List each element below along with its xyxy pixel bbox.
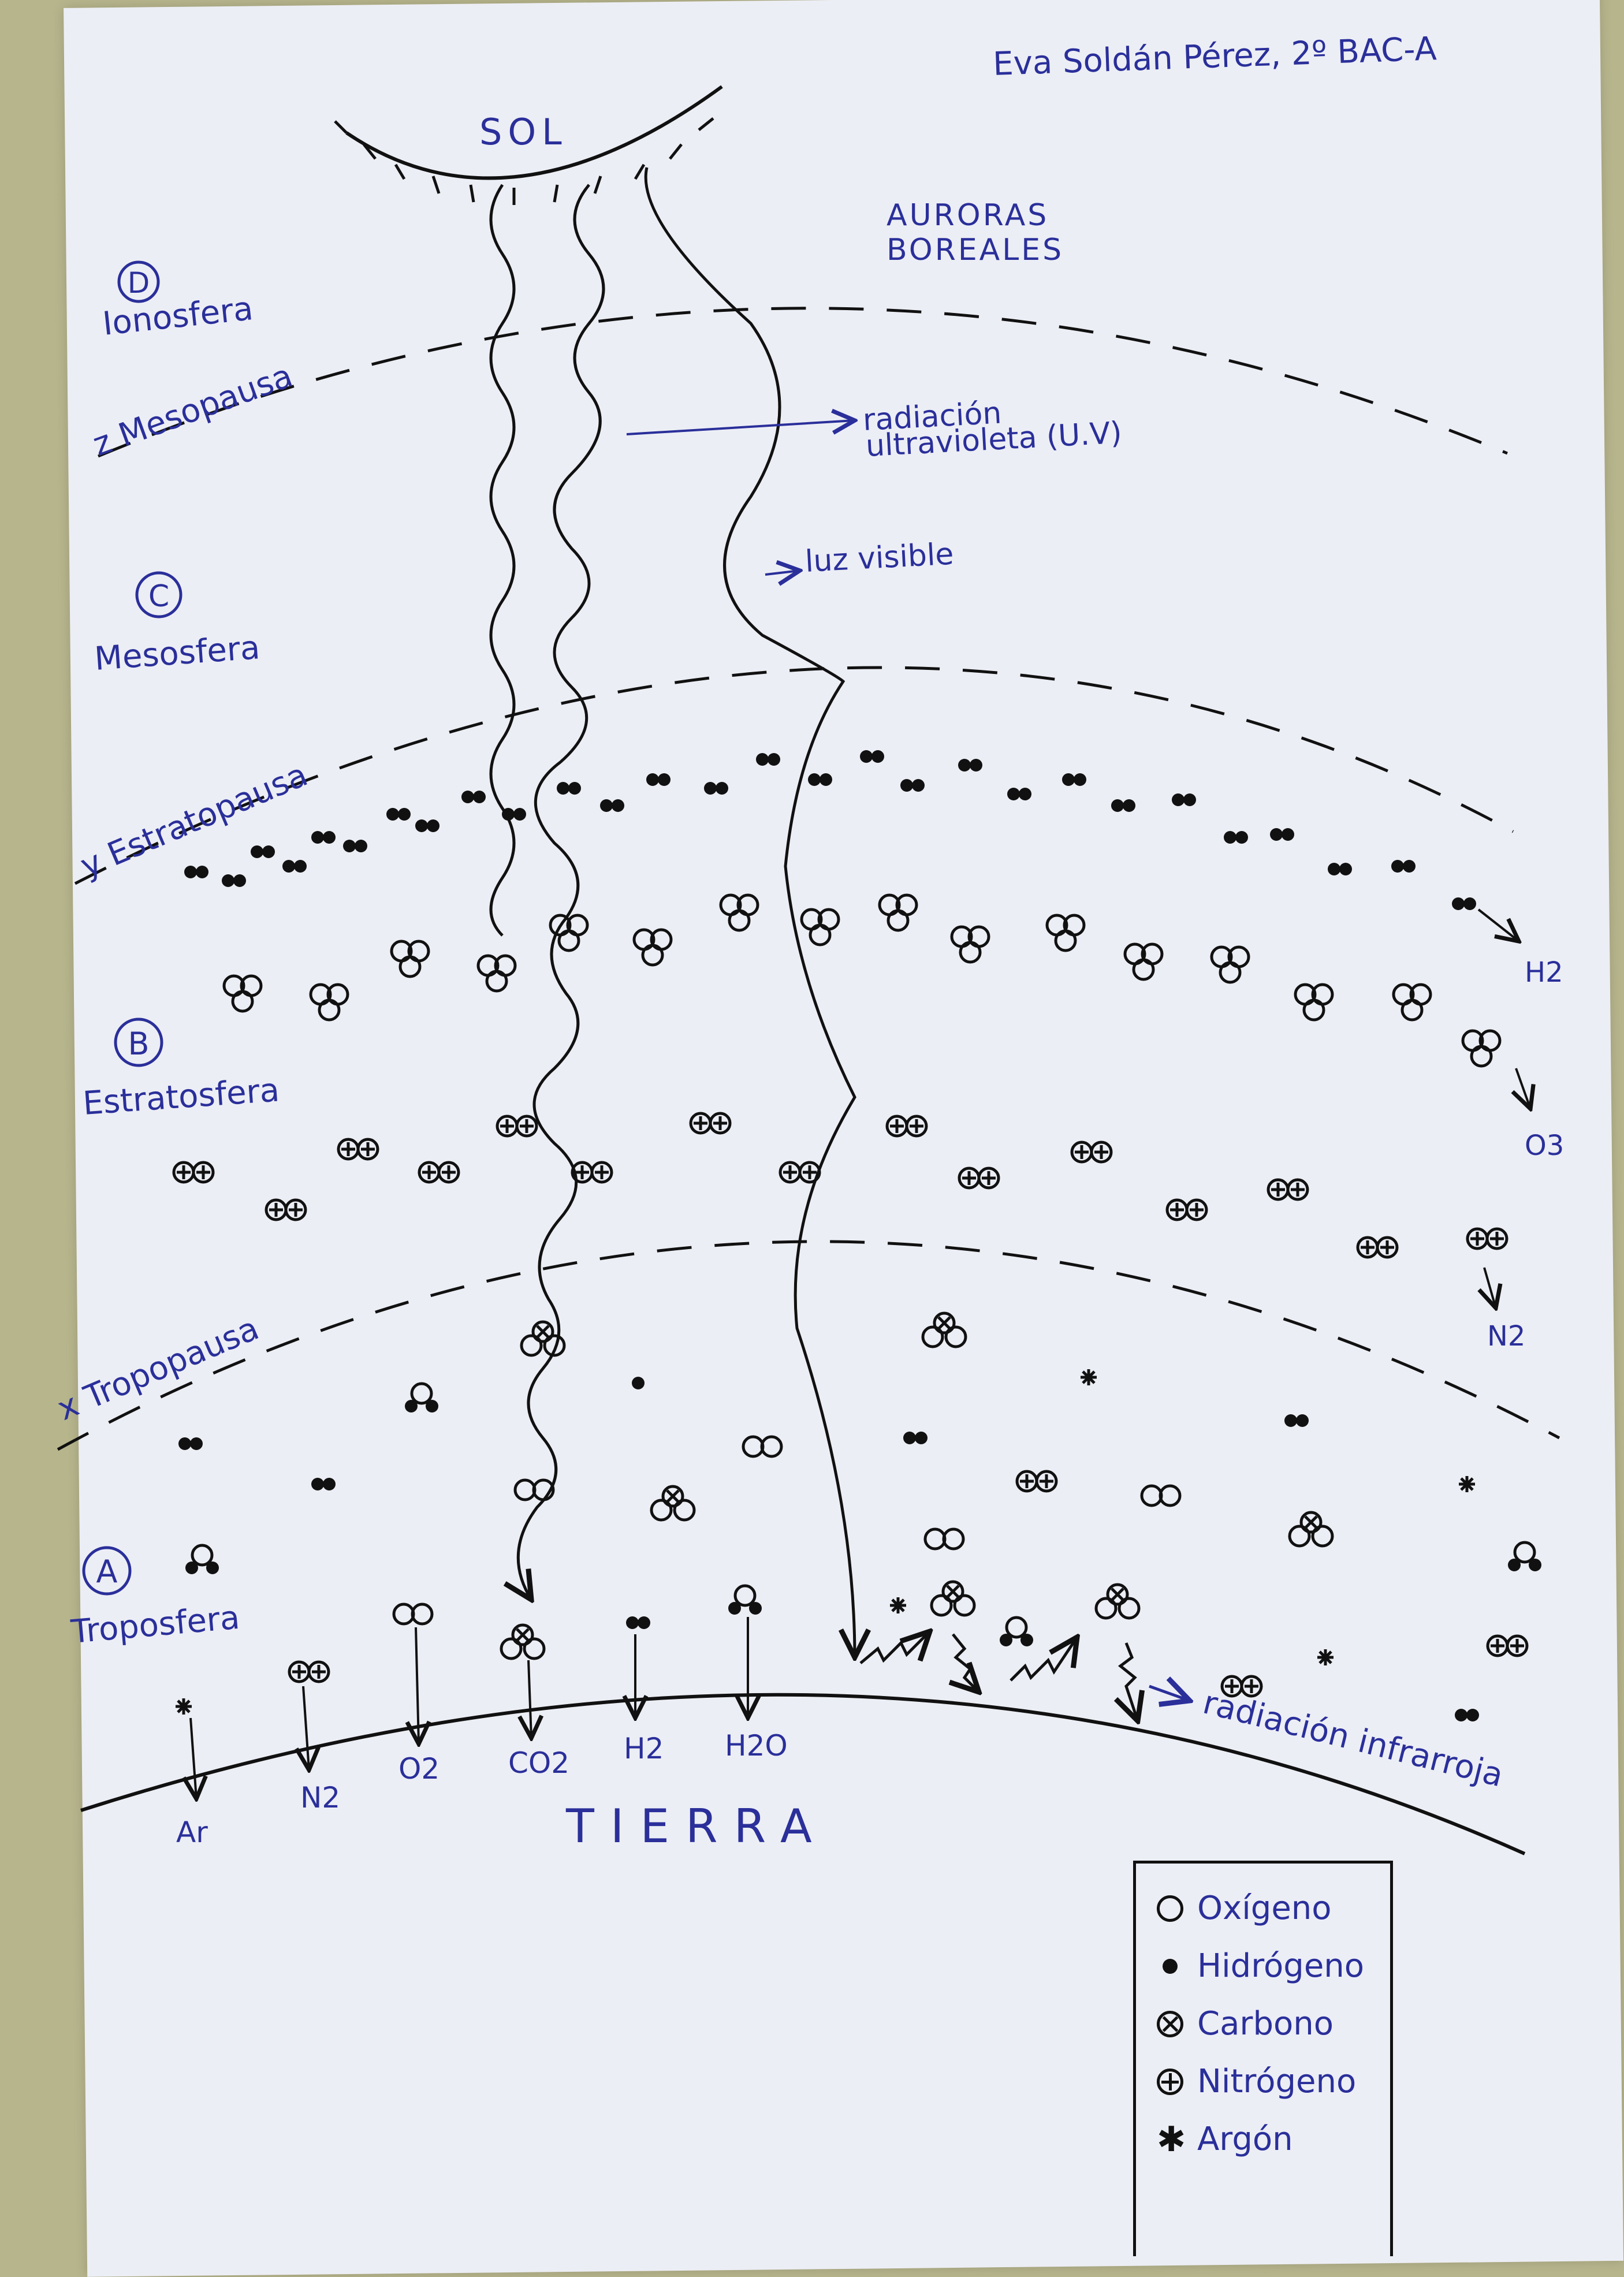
earth-label: TIERRA <box>565 1799 828 1853</box>
gas-label-co2: CO2 <box>508 1746 569 1780</box>
hydrogen-icon <box>1157 1953 1183 1980</box>
uv-arrow <box>626 420 855 435</box>
oxygen-icon <box>1157 1895 1183 1922</box>
argon-icon: ✱ <box>1157 2119 1186 2160</box>
estratosfera-label: B Estratosfera <box>81 1018 281 1123</box>
estratopausa-line <box>74 666 1514 885</box>
infrared-rays <box>859 1631 1190 1721</box>
carbon-icon <box>1157 2010 1183 2037</box>
gas-label-h2: H2 <box>624 1732 664 1765</box>
o3-side-label: O3 <box>1525 1130 1564 1162</box>
n2-side-label: N2 <box>1487 1320 1525 1352</box>
legend-label: Hidrógeno <box>1197 1947 1365 1985</box>
n2-molecules-strat <box>174 1113 1507 1257</box>
svg-text:Ionosfera: Ionosfera <box>101 290 255 343</box>
earth-surface <box>80 1693 1526 1855</box>
gas-label-n2: N2 <box>300 1781 340 1814</box>
tropopausa-label: x Tropopausa <box>52 1310 264 1428</box>
legend-item-nitrogen: Nitrógeno <box>1157 2063 1356 2100</box>
legend: Oxígeno Hidrógeno Carbono Nitrógeno ✱ Ar… <box>1133 1861 1393 2256</box>
ground-gases: Ar N2 O2 CO2 H2 H2O <box>176 1586 788 1849</box>
mesosfera-label: C Mesosfera <box>93 571 261 678</box>
legend-label: Argón <box>1197 2121 1293 2158</box>
legend-label: Carbono <box>1197 2005 1334 2043</box>
svg-text:A: A <box>96 1553 118 1590</box>
visible-arrow <box>765 571 800 575</box>
legend-item-hydrogen: Hidrógeno <box>1157 1947 1364 1985</box>
tropopausa-line <box>57 1240 1560 1451</box>
svg-text:Mesosfera: Mesosfera <box>93 629 261 678</box>
svg-text:C: C <box>148 579 169 614</box>
mesopausa-line <box>98 307 1508 458</box>
auroras-line1: AURORAS <box>887 198 1049 233</box>
legend-item-oxygen: Oxígeno <box>1157 1890 1332 1927</box>
h2-side-label: H2 <box>1525 956 1563 989</box>
gas-label-o2: O2 <box>398 1752 439 1786</box>
sun-label: SOL <box>479 111 568 153</box>
visible-label: luz visible <box>804 537 955 579</box>
legend-item-carbon: Carbono <box>1157 2005 1334 2043</box>
svg-text:D: D <box>128 266 150 300</box>
visible-light-ray <box>644 167 855 1657</box>
svg-text:Estratosfera: Estratosfera <box>81 1071 280 1123</box>
nitrogen-icon <box>1157 2068 1183 2095</box>
mesopausa-label: z Mesopausa <box>88 357 298 464</box>
svg-text:Troposfera: Troposfera <box>69 1599 241 1651</box>
h2-molecules-upper <box>184 750 1476 910</box>
legend-label: Oxígeno <box>1197 1890 1332 1927</box>
uv-rays <box>489 184 605 1600</box>
gas-label-h2o: H2O <box>725 1729 788 1762</box>
uv-label-line1: radiación <box>862 396 1003 437</box>
infrared-label: radiación infrarroja <box>1200 1684 1507 1795</box>
estratopausa-label: y Estratopausa <box>75 756 313 885</box>
ionosfera-label: D Ionosfera <box>101 260 255 343</box>
troposphere-molecules <box>178 1313 1541 1721</box>
auroras-line2: BOREALES <box>887 233 1064 267</box>
legend-item-argon: ✱ Argón <box>1157 2121 1293 2158</box>
svg-text:B: B <box>128 1026 149 1062</box>
legend-label: Nitrógeno <box>1197 2063 1357 2100</box>
author-label: Eva Soldán Pérez, 2º BAC-A <box>992 30 1437 83</box>
sun: SOL <box>334 85 723 205</box>
o3-molecules <box>224 895 1500 1066</box>
gas-label-ar: Ar <box>176 1816 208 1849</box>
